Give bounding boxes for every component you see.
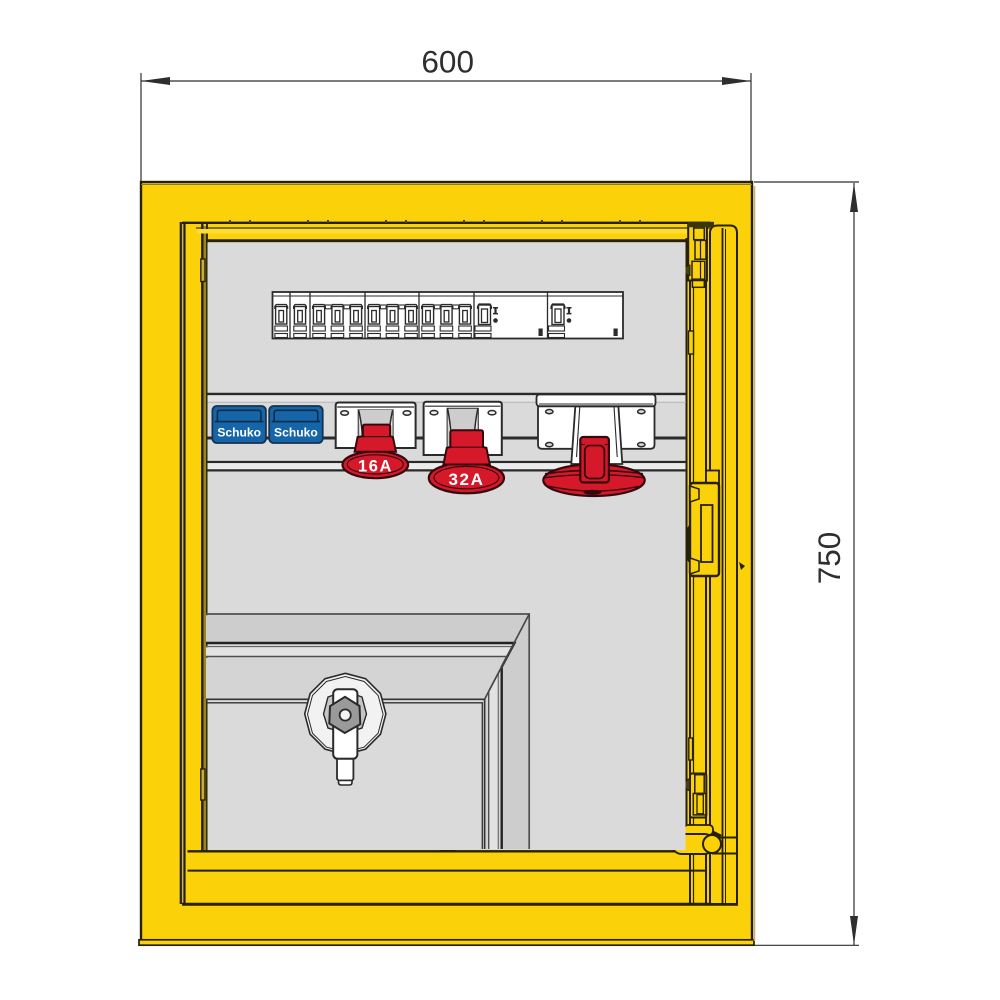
svg-text:Schuko: Schuko (217, 425, 261, 439)
svg-text:Schuko: Schuko (274, 425, 318, 439)
svg-text:16A: 16A (358, 457, 393, 475)
svg-text:600: 600 (421, 44, 474, 80)
svg-text:750: 750 (811, 532, 847, 585)
svg-text:32A: 32A (449, 470, 485, 489)
